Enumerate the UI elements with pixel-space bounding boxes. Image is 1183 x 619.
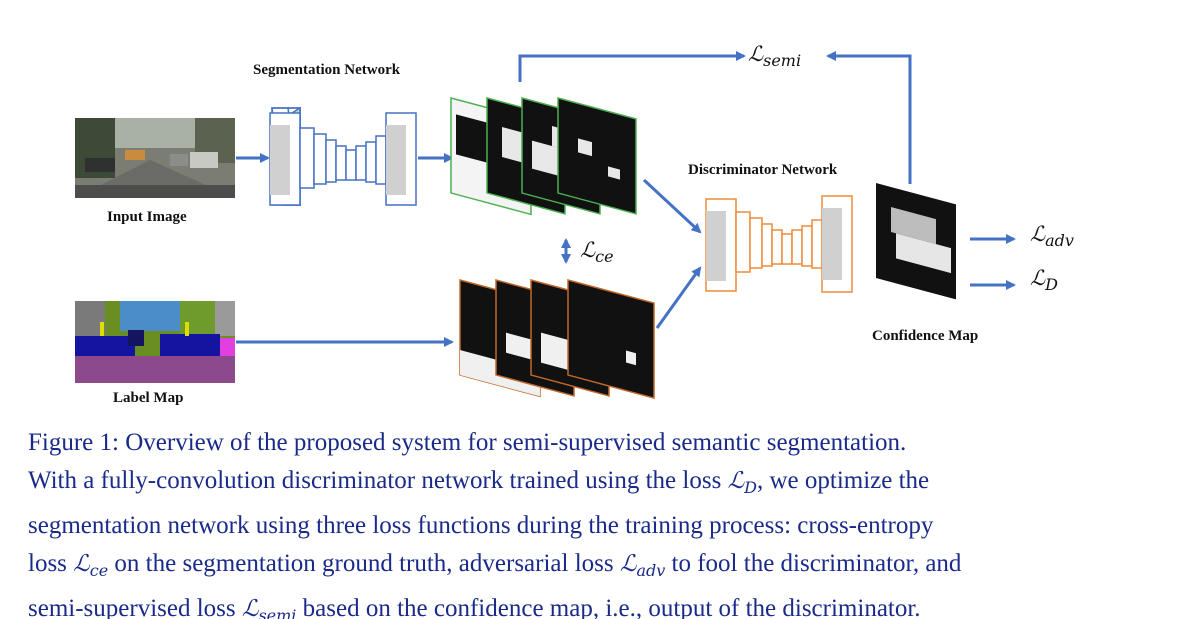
loss-adv: ℒadv: [1030, 222, 1074, 250]
confidence-map: [876, 183, 956, 300]
label-map: [75, 301, 235, 383]
caption-line-5: semi-supervised loss ℒsemi based on the …: [28, 595, 921, 619]
semi-left-arrow: [518, 51, 746, 82]
caption-line-1: Figure 1: Overview of the proposed syste…: [28, 429, 907, 456]
input-image-label: Input Image: [107, 209, 187, 225]
discriminator-network: [705, 195, 853, 293]
segmentation-network: [269, 106, 417, 207]
loss-d: ℒD: [1030, 266, 1058, 294]
caption-line-3: segmentation network using three loss fu…: [28, 512, 934, 539]
prediction-stack: [450, 97, 637, 216]
label-stack: [459, 279, 655, 399]
caption-line-2: With a fully-convolution discriminator n…: [28, 467, 930, 497]
semi-right-arrow: [826, 51, 912, 184]
figure-caption: Figure 1: Overview of the proposed syste…: [28, 424, 1158, 619]
discriminator-network-label: Discriminator Network: [688, 162, 838, 178]
label-to-disc-arrow: [655, 266, 702, 329]
caption-line-4: loss ℒce on the segmentation ground trut…: [28, 550, 962, 580]
confidence-map-label: Confidence Map: [872, 328, 979, 344]
input-image: [75, 118, 235, 198]
segmentation-network-label: Segmentation Network: [253, 62, 401, 78]
loss-ce: ℒce: [580, 238, 614, 266]
loss-semi: ℒsemi: [748, 42, 802, 70]
prediction-to-disc-arrow: [642, 178, 702, 234]
label-map-label: Label Map: [113, 390, 184, 406]
